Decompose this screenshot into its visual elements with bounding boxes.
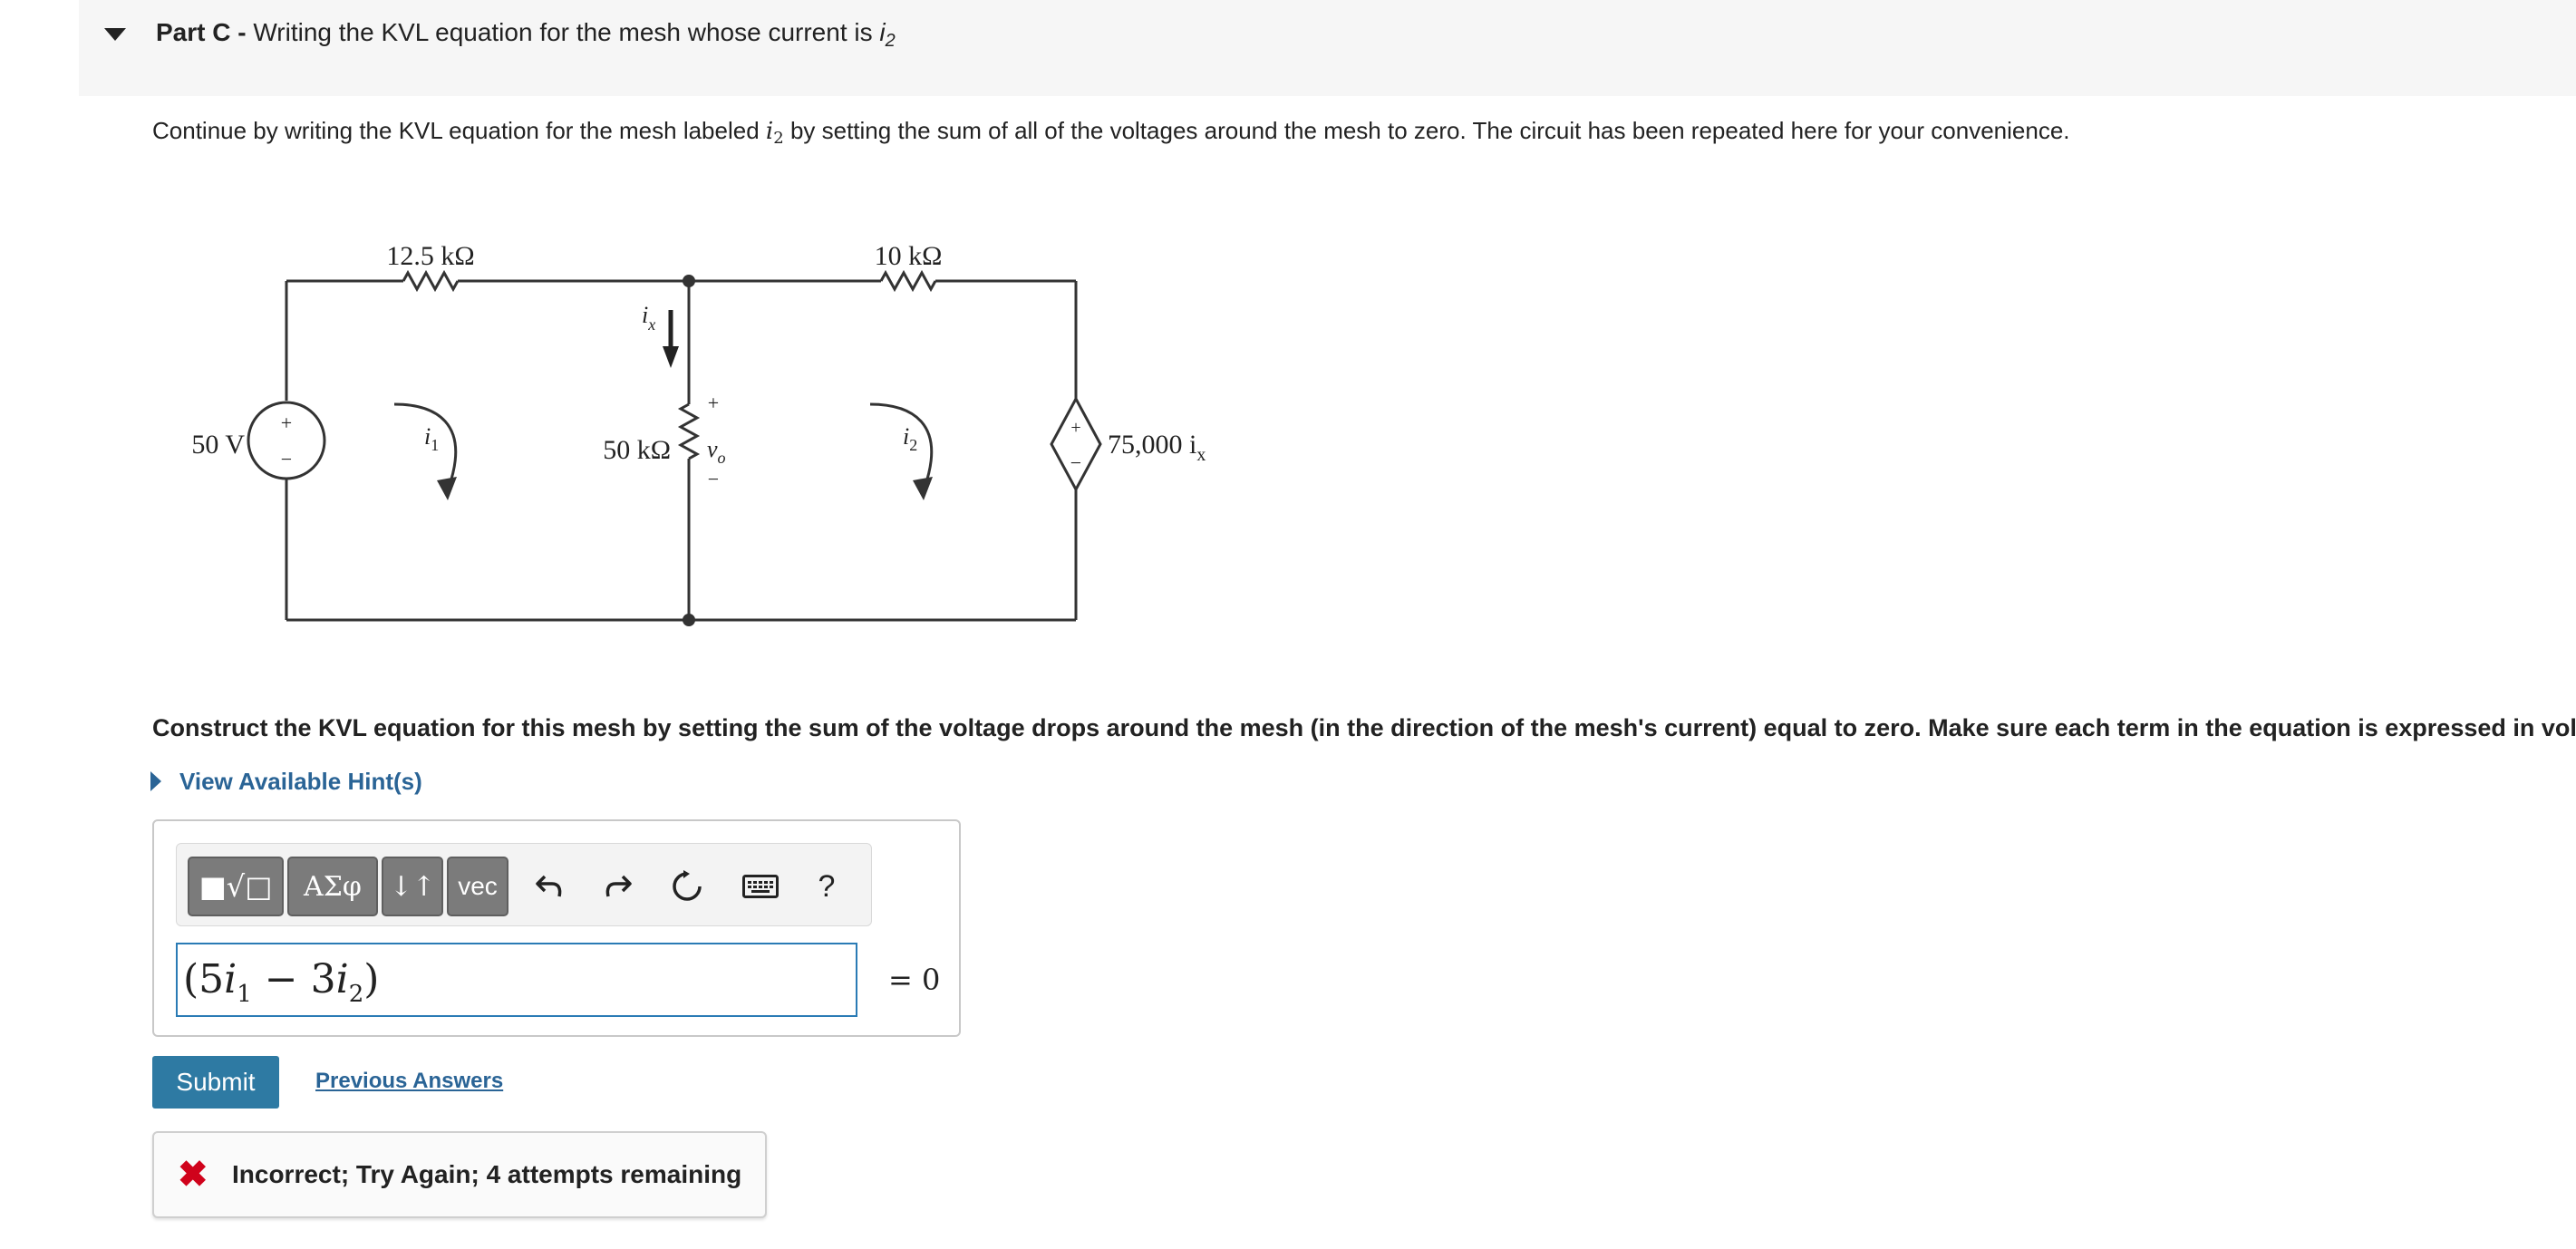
resistor-50k	[677, 402, 701, 460]
answer-box: ■√□ ΑΣφ ↓↑ vec ? (5i1 − 3i2) = 0	[152, 819, 961, 1037]
reset-icon[interactable]	[664, 864, 710, 909]
feedback-message: Incorrect; Try Again; 4 attempts remaini…	[232, 1160, 742, 1188]
i2-label: i2	[903, 423, 917, 454]
node-bottom	[683, 614, 695, 626]
dependent-source	[1050, 395, 1102, 493]
vector-button[interactable]: vec	[447, 857, 508, 916]
redo-icon[interactable]	[596, 864, 641, 909]
templates-button[interactable]: ■√□	[188, 857, 284, 916]
part-title: Part C - Writing the KVL equation for th…	[156, 15, 896, 51]
part-label: Part C -	[156, 18, 247, 46]
r2-label: 10 kΩ	[875, 241, 943, 271]
part-header	[79, 0, 2576, 96]
vo-label: vo	[707, 436, 726, 467]
undo-icon[interactable]	[527, 864, 572, 909]
instruction-text: Construct the KVL equation for this mesh…	[152, 714, 2576, 741]
resistor-12-5k	[402, 269, 460, 293]
mesh-arrow-i2	[869, 402, 934, 489]
dep-minus: −	[1070, 451, 1081, 474]
intro-mesh-var: i2	[765, 118, 784, 148]
help-button[interactable]: ?	[818, 868, 836, 904]
vo-minus: −	[708, 468, 719, 490]
intro-text: Continue by writing the KVL equation for…	[152, 117, 2070, 148]
greek-symbols-button[interactable]: ΑΣφ	[287, 857, 378, 916]
dep-source-label: 75,000 ix	[1108, 430, 1206, 465]
part-title-text: Writing the KVL equation for the mesh wh…	[253, 18, 873, 46]
collapse-caret-icon[interactable]	[104, 28, 126, 41]
hints-label: View Available Hint(s)	[179, 768, 422, 795]
ix-arrowhead	[663, 346, 679, 368]
part-title-var: i2	[879, 18, 896, 51]
mesh-arrowhead-i1	[437, 477, 457, 500]
dep-plus: +	[1070, 418, 1080, 438]
submit-button[interactable]: Submit	[152, 1056, 279, 1109]
ix-label: ix	[642, 302, 655, 334]
r1-label: 12.5 kΩ	[386, 241, 474, 271]
expand-caret-icon	[150, 771, 161, 791]
mesh-arrow-i1	[393, 402, 458, 489]
view-hints-link[interactable]: View Available Hint(s)	[150, 763, 422, 799]
equation-toolbar: ■√□ ΑΣφ ↓↑ vec ?	[176, 843, 872, 926]
source-label: 50 V	[191, 430, 245, 460]
i1-label: i1	[424, 423, 439, 454]
r3-label: 50 kΩ	[603, 435, 671, 465]
previous-answers-link[interactable]: Previous Answers	[315, 1069, 504, 1093]
equation-rhs: = 0	[888, 963, 941, 997]
subscript-superscript-button[interactable]: ↓↑	[382, 857, 443, 916]
source-minus: −	[281, 448, 292, 470]
circuit-diagram: 12.5 kΩ 10 kΩ 50 kΩ 50 V + − + − 75,000 …	[191, 241, 1206, 626]
error-x-icon: ✖	[178, 1155, 208, 1195]
node-top	[683, 275, 695, 287]
mesh-arrowhead-i2	[913, 477, 933, 500]
feedback-box: ✖ Incorrect; Try Again; 4 attempts remai…	[152, 1131, 767, 1218]
equation-input[interactable]: (5i1 − 3i2)	[176, 943, 857, 1017]
vo-plus: +	[708, 392, 719, 414]
resistor-10k	[879, 269, 937, 293]
source-plus: +	[281, 411, 292, 434]
keyboard-icon[interactable]	[733, 864, 788, 909]
